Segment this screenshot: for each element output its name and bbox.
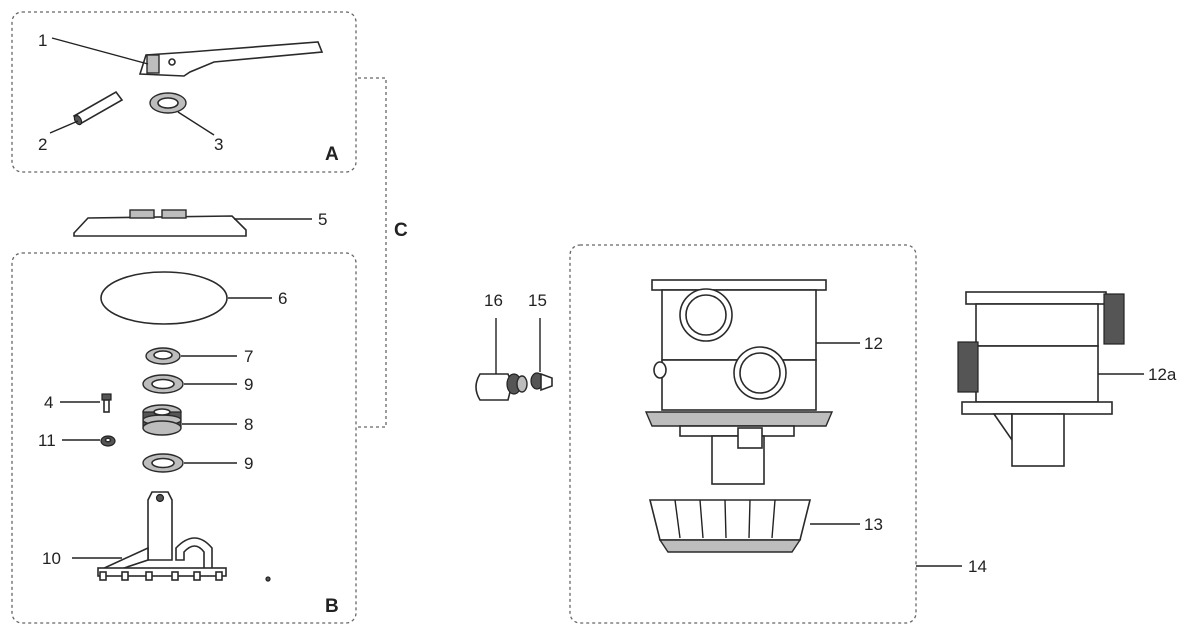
label-16: 16 — [484, 291, 503, 310]
label-9-upper: 9 — [244, 375, 253, 394]
screw-part — [101, 393, 112, 413]
group-b-box — [11, 252, 357, 624]
leader-2 — [49, 120, 79, 134]
bushing-part — [145, 347, 181, 365]
group-b-label: B — [325, 596, 339, 617]
label-5: 5 — [318, 210, 327, 229]
group-c-bracket — [358, 77, 387, 428]
label-13: 13 — [864, 515, 883, 534]
group-a-box — [11, 11, 357, 173]
label-1: 1 — [38, 31, 47, 50]
group-14-box — [569, 244, 917, 624]
plug-part — [475, 373, 528, 401]
valve-body-part — [644, 279, 834, 485]
label-6: 6 — [278, 289, 287, 308]
cover-plate-part — [73, 209, 247, 237]
nipple-part — [530, 372, 553, 392]
leader-1 — [51, 37, 149, 65]
label-10: 10 — [42, 549, 61, 568]
label-8: 8 — [244, 415, 253, 434]
washer-part-9-upper — [142, 374, 184, 394]
o-ring-part — [100, 271, 228, 325]
pin-part — [72, 90, 124, 126]
rotor-part — [97, 491, 271, 582]
label-4: 4 — [44, 393, 53, 412]
label-11: 11 — [38, 431, 56, 450]
label-14: 14 — [968, 557, 987, 576]
label-7: 7 — [244, 347, 253, 366]
label-3: 3 — [214, 135, 223, 154]
washer-part-3 — [149, 92, 187, 114]
strainer-basket-part — [648, 499, 812, 553]
label-2: 2 — [38, 135, 47, 154]
group-a-label: A — [325, 144, 339, 165]
group-c-label: C — [394, 220, 408, 241]
label-12: 12 — [864, 334, 883, 353]
washer-part-9-lower — [142, 453, 184, 473]
leader-3 — [177, 111, 215, 136]
label-9-lower: 9 — [244, 454, 253, 473]
seal-stack-part — [142, 404, 182, 436]
label-15: 15 — [528, 291, 547, 310]
nut-part — [100, 435, 116, 447]
handle-part — [138, 41, 324, 77]
valve-body-alt-part — [957, 291, 1125, 467]
label-12a: 12a — [1148, 365, 1177, 384]
